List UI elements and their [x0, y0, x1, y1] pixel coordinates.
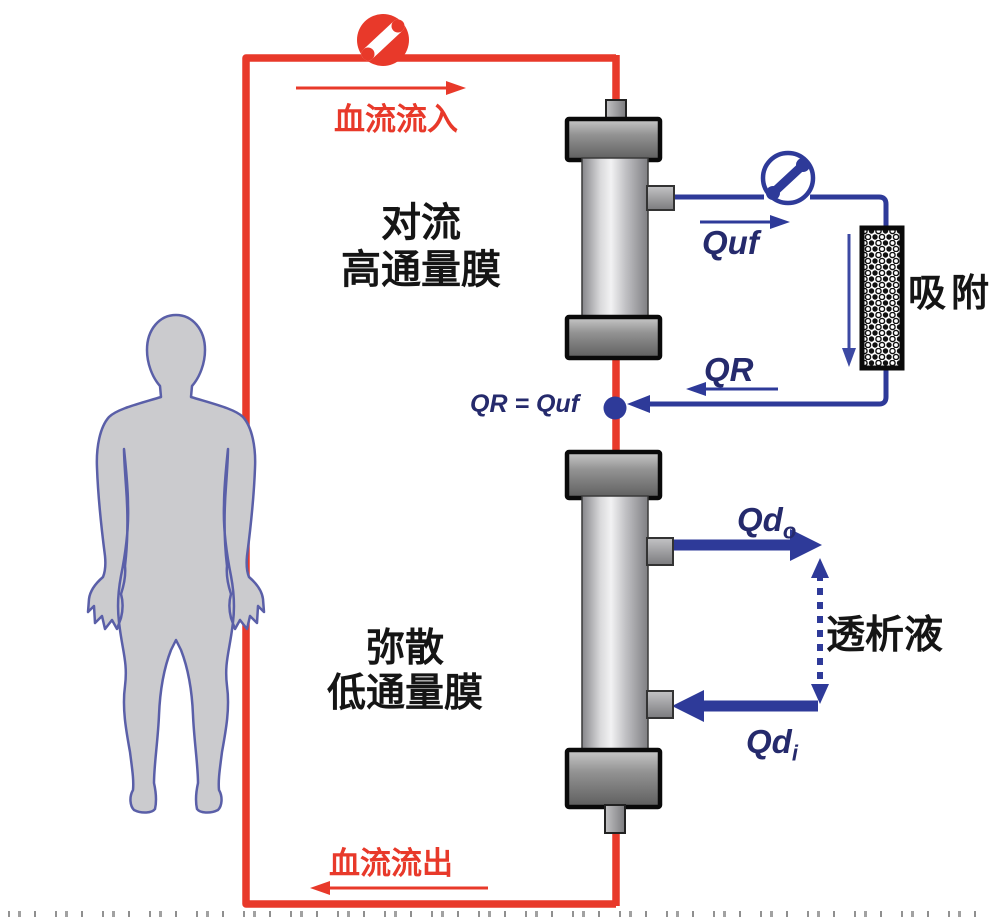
- roller-pump-icon: [760, 150, 816, 206]
- dialysate-in-label: Qdi: [746, 723, 798, 767]
- low-flux-membrane-line1: 弥散: [365, 627, 444, 670]
- low-flux-membrane-label: 弥散 低通量膜: [245, 626, 565, 716]
- qd-in-subscript: i: [791, 740, 798, 766]
- qd-out-main: Qd: [737, 501, 783, 538]
- adsorption-flow-arrow: [842, 234, 856, 367]
- patient-body-silhouette: [86, 313, 266, 814]
- high-flux-membrane-line1: 对流: [381, 201, 461, 245]
- qd-in-arrow: [672, 690, 818, 722]
- dialysate-label: 透析液: [826, 614, 944, 657]
- dialyzer-low-flux: [564, 449, 674, 834]
- blood-in-label: 血流流入: [334, 102, 458, 137]
- blood-circuit-line: [242, 54, 616, 908]
- blood-out-label: 血流流出: [329, 846, 453, 881]
- dialyzer-high-flux: [564, 99, 675, 361]
- cropped-caption-fragment: [8, 911, 992, 917]
- dialysate-dotted-arrow: [811, 558, 829, 704]
- high-flux-membrane-line2: 高通量膜: [341, 248, 501, 292]
- junction-equation-label: QR = Quf: [470, 390, 580, 418]
- blood-pump-icon: [357, 14, 409, 66]
- adsorption-label: 吸附: [908, 273, 995, 315]
- high-flux-membrane-label: 对流 高通量膜: [261, 200, 581, 294]
- quf-arrow: [700, 215, 790, 229]
- qr-label: QR: [704, 351, 754, 388]
- low-flux-membrane-line2: 低通量膜: [326, 672, 483, 715]
- qr-arrow: [686, 382, 778, 396]
- return-arrowhead: [627, 395, 650, 413]
- blood-in-arrow: [296, 81, 466, 95]
- blood-out-arrow: [310, 881, 488, 895]
- qd-in-main: Qd: [746, 723, 792, 760]
- dialysate-out-label: Qdo: [737, 501, 796, 545]
- qd-out-subscript: o: [782, 518, 797, 544]
- quf-label: Quf: [702, 224, 759, 261]
- qd-out-arrow: [672, 529, 822, 561]
- junction-dot: [603, 396, 627, 420]
- adsorption-column: [859, 225, 905, 371]
